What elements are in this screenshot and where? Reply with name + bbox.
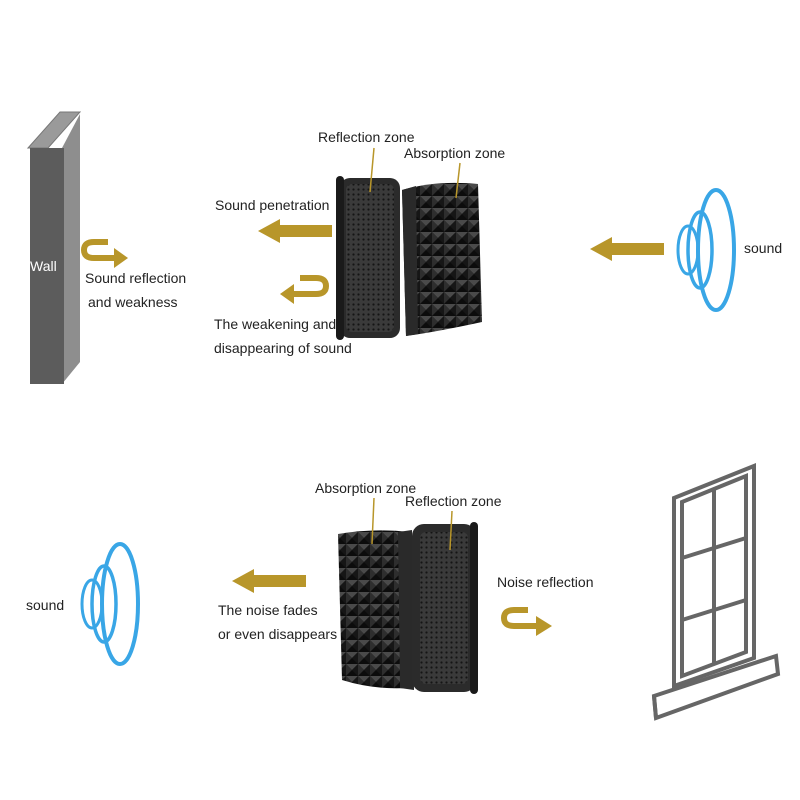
sound-wave-icon-bottom [80,542,140,666]
sound-wave-icon-top [676,188,736,312]
sound-label-bottom: sound [26,597,65,613]
sound-reflection-label-2: and weakness [88,294,178,310]
absorption-zone-label-top: Absorption zone [404,145,506,161]
weakening-label-1: The weakening and [214,316,337,332]
weakening-label-2: disappearing of sound [214,340,352,356]
zone-pointers-top [369,147,461,199]
noise-fades-label-1: The noise fades [218,602,318,618]
wall-label: Wall [30,258,57,274]
incoming-sound-arrow [590,237,664,261]
weakening-u-arrow [280,275,330,304]
noise-reflection-u-arrow [500,607,552,636]
sound-label-top: sound [744,240,783,256]
noise-reflection-label: Noise reflection [497,574,594,590]
isolation-panel-top [336,176,482,340]
noise-fades-label-2: or even disappears [218,626,338,642]
absorption-zone-label-bottom: Absorption zone [315,480,417,496]
sound-penetration-arrow [258,219,332,243]
noise-fades-arrow [232,569,306,593]
sound-penetration-label: Sound penetration [215,197,330,213]
wall [26,111,82,384]
reflection-zone-label-top: Reflection zone [318,129,415,145]
zone-pointers-bottom [371,497,453,551]
reflection-zone-label-bottom: Reflection zone [405,493,502,509]
sound-reflection-label-1: Sound reflection [85,270,187,286]
isolation-panel-bottom [338,522,478,694]
reflection-u-arrow [80,239,128,268]
window-icon [651,463,781,721]
